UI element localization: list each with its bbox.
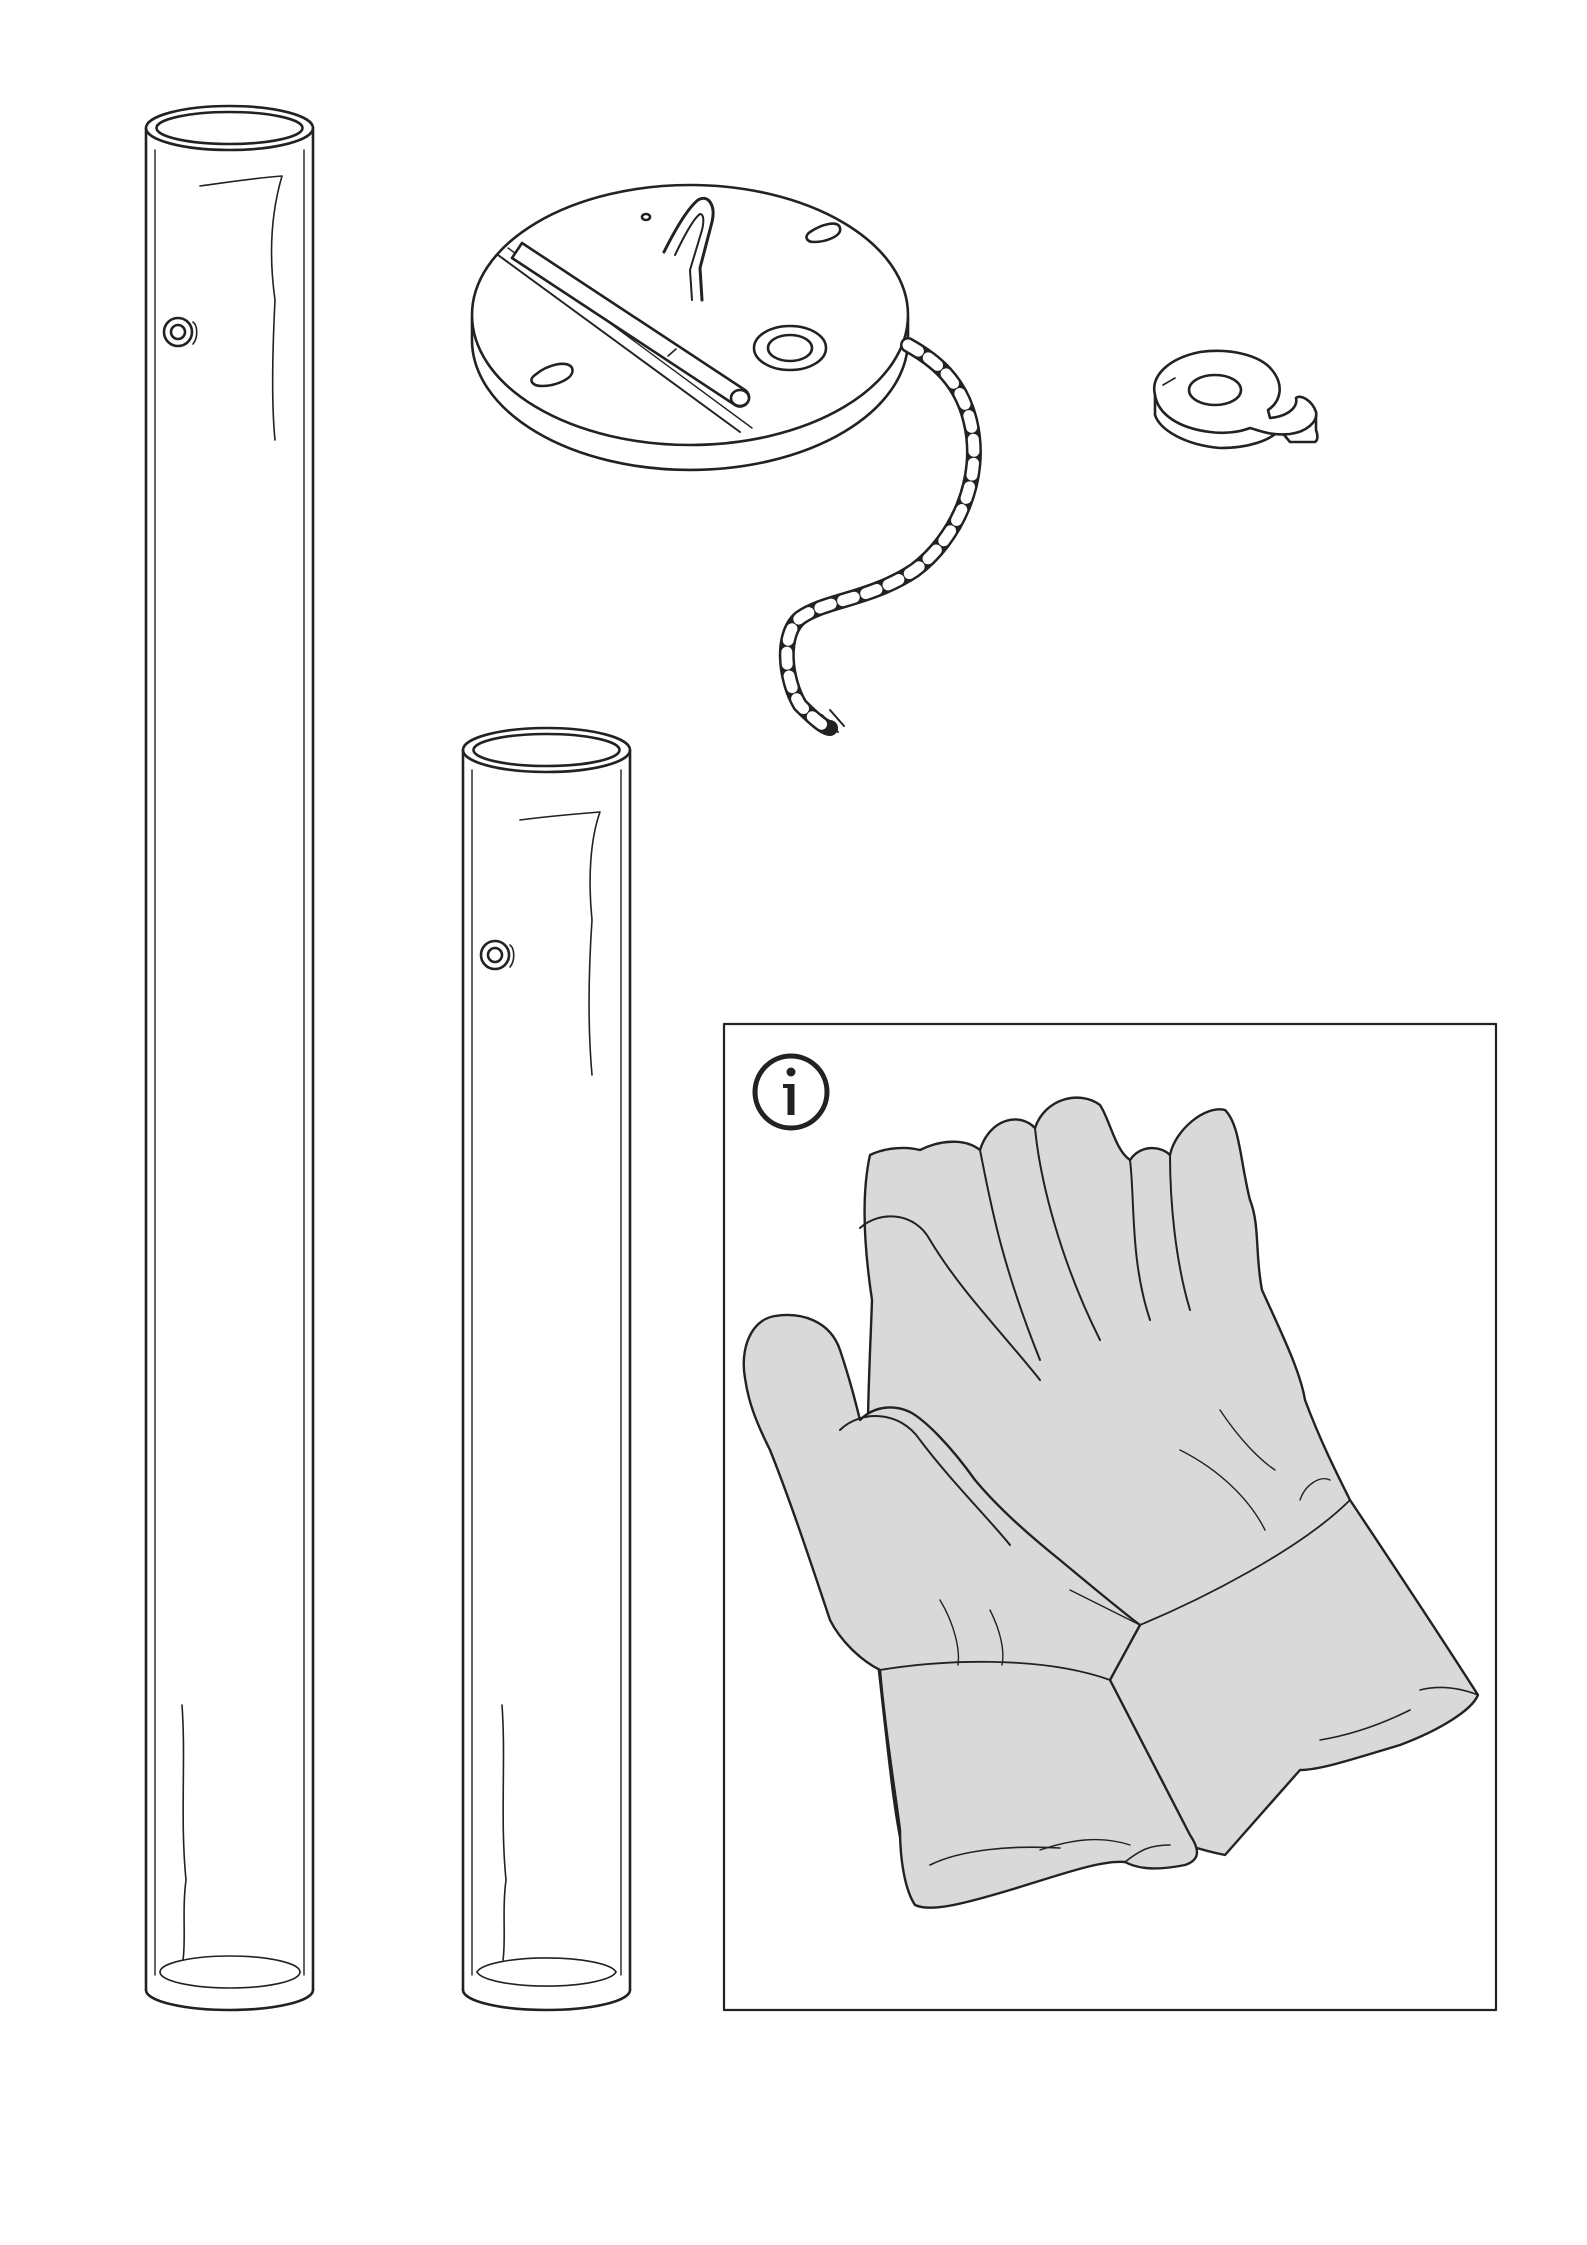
long-glass-tube-icon [146, 106, 313, 2010]
info-icon [755, 1056, 827, 1128]
info-panel [724, 1024, 1496, 2010]
ceiling-plate-icon [472, 185, 974, 732]
short-glass-tube-icon [463, 728, 630, 2010]
work-gloves-icon [744, 1098, 1478, 1908]
c-clip-icon [1154, 351, 1317, 448]
